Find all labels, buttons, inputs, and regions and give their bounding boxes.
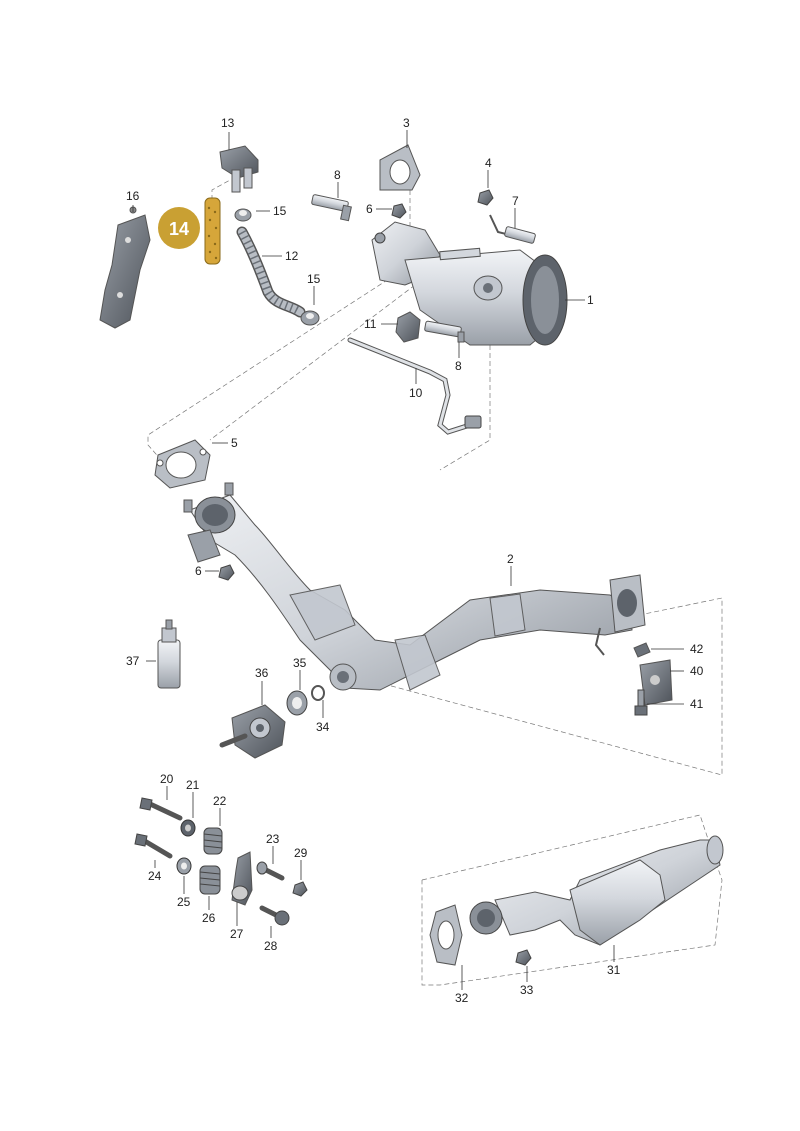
callout-35: 35: [293, 656, 307, 670]
part-24-bolt: [134, 833, 173, 859]
callout-3: 3: [403, 116, 410, 130]
part-1-catalytic-converter: [371, 221, 568, 346]
part-33-nut: [515, 949, 532, 966]
callout-2: 2: [507, 552, 514, 566]
part-35-clamp: [286, 690, 308, 716]
part-14-hose-highlighted: [204, 197, 221, 265]
callout-22: 22: [213, 794, 227, 808]
callout-1: 1: [587, 293, 594, 307]
callout-14-badge: 14: [158, 207, 200, 249]
callout-28: 28: [264, 939, 278, 953]
callout-16: 16: [126, 189, 140, 203]
part-10-pipe: [347, 337, 482, 435]
part-42-clip: [633, 642, 651, 658]
callout-41: 41: [690, 697, 704, 711]
callout-20: 20: [160, 772, 174, 786]
part-12-hose: [236, 226, 306, 318]
part-21-bushing: [180, 819, 196, 837]
callout-36: 36: [255, 666, 269, 680]
callout-6-middle: 6: [195, 564, 202, 578]
part-31-catalytic-assembly: [469, 835, 724, 946]
callout-15-upper: 15: [273, 204, 287, 218]
part-41-bolt: [634, 689, 648, 716]
part-32-gasket: [429, 904, 463, 966]
part-29-nut: [292, 881, 308, 897]
callout-13: 13: [221, 116, 235, 130]
callout-23: 23: [266, 832, 280, 846]
part-40-hanger: [639, 659, 673, 706]
callout-40: 40: [690, 664, 704, 678]
part-37-spray-can: [157, 619, 181, 689]
part-15-clamp-top: [234, 208, 252, 222]
part-15-clamp-lower: [300, 310, 320, 326]
part-25-bushing: [176, 857, 192, 875]
callout-8-lower: 8: [455, 359, 462, 373]
callout-4: 4: [485, 156, 492, 170]
part-8-sensor-upper: [311, 194, 352, 222]
part-26-spring: [199, 865, 221, 895]
part-13-pressure-sensor: [219, 145, 259, 193]
callout-21: 21: [186, 778, 200, 792]
part-27-bracket: [231, 851, 253, 906]
part-3-gasket: [379, 144, 421, 191]
callout-10: 10: [409, 386, 423, 400]
callout-7: 7: [512, 194, 519, 208]
callout-12: 12: [285, 249, 299, 263]
callout-5: 5: [231, 436, 238, 450]
callout-14-label: 14: [169, 219, 189, 239]
callout-6-upper: 6: [366, 202, 373, 216]
leader-lines: [132, 130, 684, 990]
callout-24: 24: [148, 869, 162, 883]
part-23-bolt: [256, 861, 285, 881]
callout-labels: 1 2 3 4 5 6 6 7 8 8 10 11 12 13 15 15 16…: [126, 116, 704, 1005]
callout-33: 33: [520, 983, 534, 997]
callout-42: 42: [690, 642, 704, 656]
callout-11: 11: [364, 317, 377, 331]
callout-8-upper: 8: [334, 168, 341, 182]
part-28-bolt: [259, 905, 290, 926]
callout-25: 25: [177, 895, 191, 909]
callout-31: 31: [607, 963, 621, 977]
part-20-bolt: [139, 797, 183, 821]
part-6-nut-middle: [218, 564, 235, 581]
part-6-nut-upper: [391, 203, 407, 219]
callout-32: 32: [455, 991, 469, 1005]
callout-34: 34: [316, 720, 330, 734]
part-7-sensor: [489, 214, 536, 244]
callout-29: 29: [294, 846, 308, 860]
part-2-front-pipe: [183, 482, 646, 691]
callout-27: 27: [230, 927, 244, 941]
part-4-nut: [477, 189, 494, 206]
part-36-flange: [219, 704, 286, 759]
callout-37: 37: [126, 654, 140, 668]
callout-15-lower: 15: [307, 272, 321, 286]
part-34-ring: [311, 685, 325, 701]
callout-26: 26: [202, 911, 216, 925]
part-16-bracket: [99, 206, 151, 329]
part-5-gasket: [154, 439, 211, 489]
part-11-clamp: [395, 311, 421, 343]
part-8-sensor-lower: [424, 320, 465, 343]
part-22-spring: [203, 827, 223, 855]
